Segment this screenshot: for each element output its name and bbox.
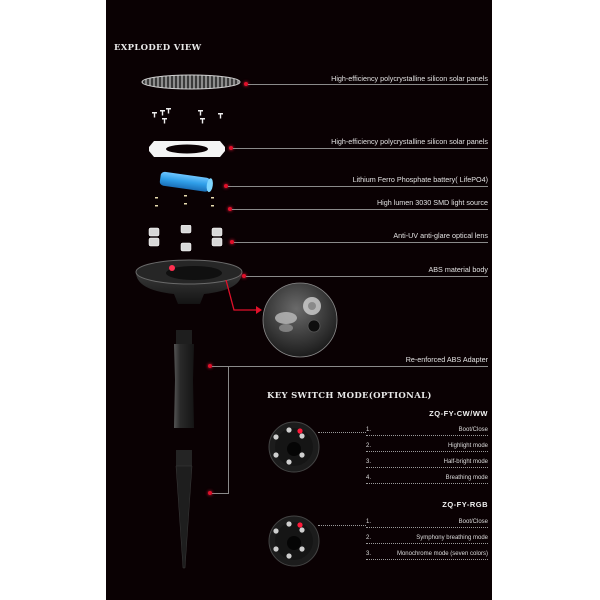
ground-spike-image xyxy=(172,450,196,570)
smd-led-image xyxy=(151,195,221,215)
mode-row: 2. Highlight mode xyxy=(366,440,488,452)
label-solar-panel: High-efficiency polycrystalline silicon … xyxy=(331,74,488,83)
mode-row: 1. Boot/Close xyxy=(366,516,488,528)
label-abs-adapter: Re-enforced ABS Adapter xyxy=(405,355,488,364)
label-abs-body: ABS material body xyxy=(428,265,488,274)
callout-line-optical-lens xyxy=(234,242,488,243)
optical-lens-image xyxy=(146,224,226,253)
exploded-view-title: EXPLODED VIEW xyxy=(114,43,202,53)
label-solar-panel-ring: High-efficiency polycrystalline silicon … xyxy=(331,137,488,146)
label-led-source: High lumen 3030 SMD light source xyxy=(376,198,488,207)
boot-pointer-line-rgb xyxy=(318,525,366,526)
mode-row: 2. Symphony breathing mode xyxy=(366,532,488,544)
switch-diagram-cw-ww xyxy=(268,421,320,473)
battery-image xyxy=(158,171,216,193)
model-name-rgb: ZQ-FY-RGB xyxy=(442,500,488,509)
label-battery: Lithium Ferro Phosphate battery( LifePO4… xyxy=(352,175,488,184)
boot-pointer-line-cw-ww xyxy=(318,432,366,433)
solar-panel-image xyxy=(141,73,241,91)
callout-line-solar-panel xyxy=(248,84,488,85)
abs-body-image xyxy=(134,258,244,308)
red-pointer-arrow xyxy=(216,279,266,320)
callout-dot-abs-adapter xyxy=(208,364,212,368)
callout-dot-optical-lens xyxy=(230,240,234,244)
callout-line-spike xyxy=(212,493,229,494)
key-switch-title: KEY SWITCH MODE(OPTIONAL) xyxy=(267,391,432,401)
mode-row: 3. Monochrome mode (seven colors) xyxy=(366,548,488,560)
mode-row: 1. Boot/Close xyxy=(366,424,488,436)
callout-dot-battery xyxy=(224,184,228,188)
model-name-cw-ww: ZQ-FY-CW/WW xyxy=(429,409,488,418)
callout-dot-led-source xyxy=(228,207,232,211)
solar-panel-ring-image xyxy=(148,138,226,158)
label-optical-lens: Anti-UV anti-glare optical lens xyxy=(393,231,488,240)
switch-diagram-rgb xyxy=(268,515,320,567)
callout-line-solar-panel-ring xyxy=(233,148,488,149)
callout-bracket-vertical xyxy=(228,366,229,494)
callout-dot-abs-body xyxy=(242,274,246,278)
mode-row: 3. Half-bright mode xyxy=(366,456,488,468)
mode-row: 4. Breathing mode xyxy=(366,472,488,484)
callout-line-battery xyxy=(228,186,488,187)
callout-line-abs-body xyxy=(246,276,488,277)
screws-image xyxy=(146,108,246,130)
abs-adapter-image xyxy=(172,330,196,430)
callout-line-led-source xyxy=(232,209,488,210)
lens-closeup-image xyxy=(262,282,338,358)
callout-dot-solar-panel xyxy=(244,82,248,86)
product-panel: EXPLODED VIEW xyxy=(106,0,492,600)
callout-line-abs-adapter xyxy=(212,366,488,367)
callout-dot-solar-panel-ring xyxy=(229,146,233,150)
callout-dot-spike xyxy=(208,491,212,495)
